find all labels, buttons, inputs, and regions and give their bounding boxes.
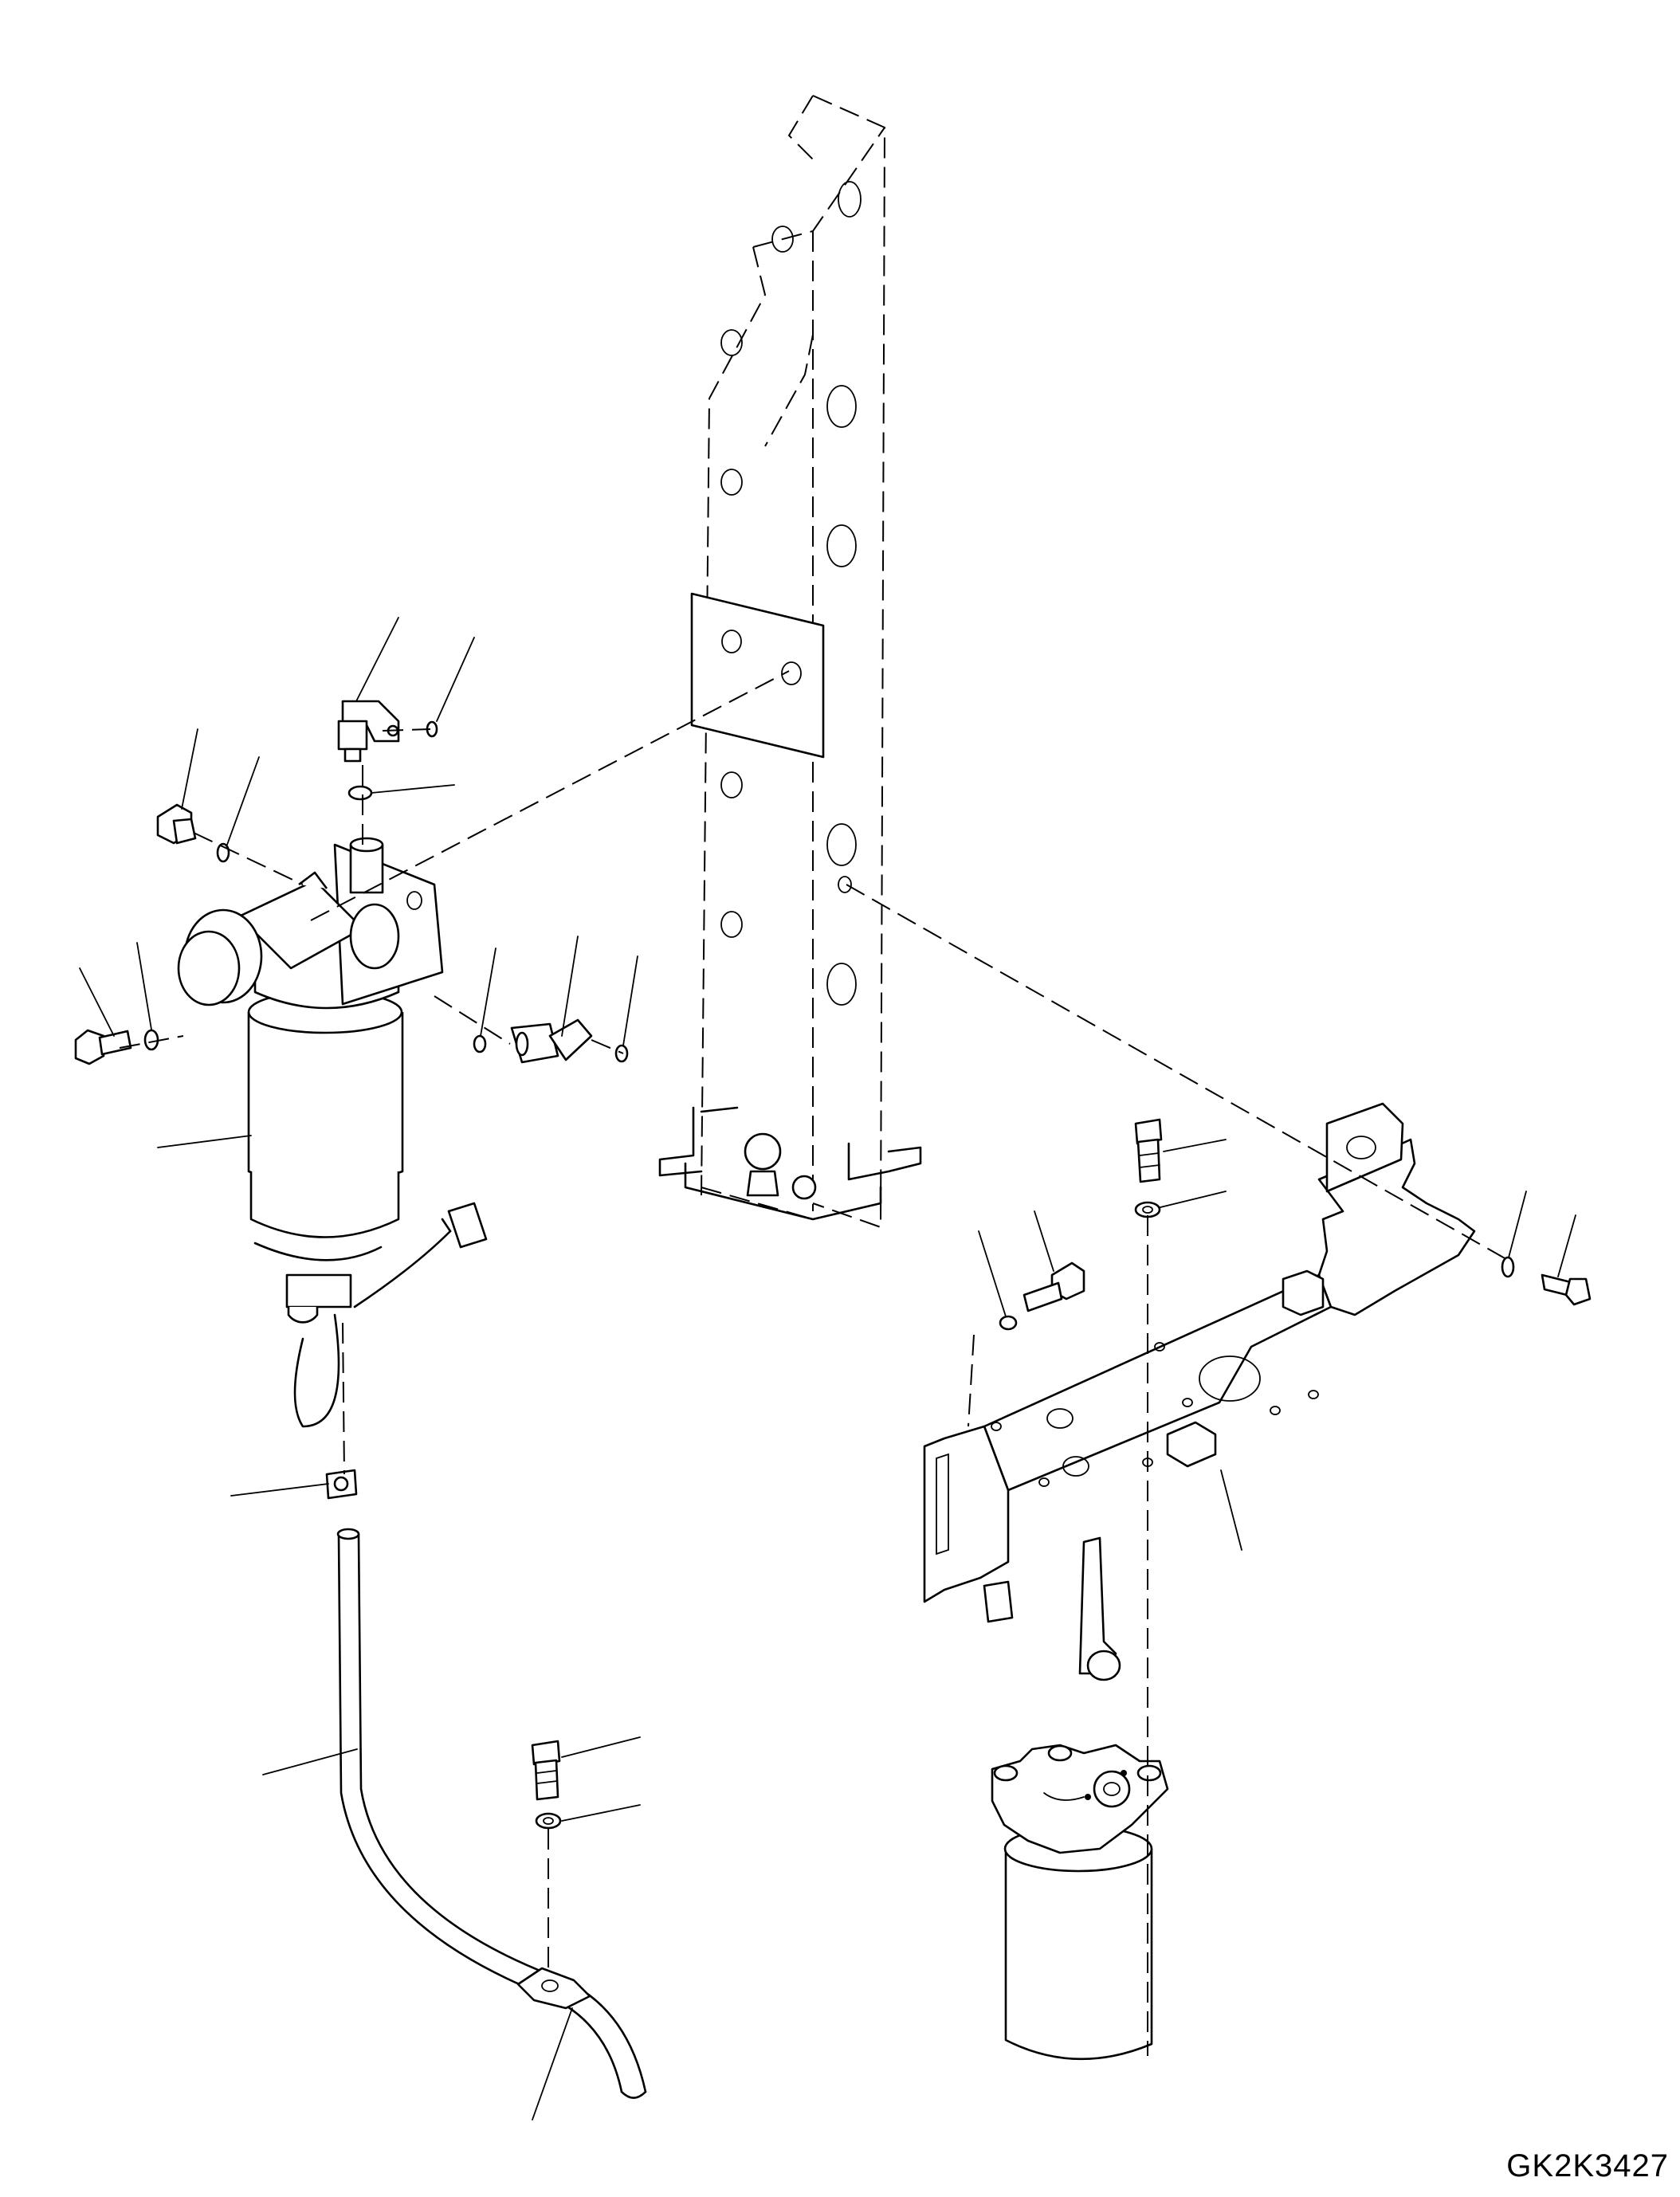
- bracket-washer-right: [1501, 1256, 1515, 1278]
- bracket-bolt-left: [1023, 1261, 1085, 1312]
- frame-column-phantom: [701, 95, 886, 1229]
- mounting-bracket: [923, 1102, 1476, 1681]
- plug-fitting: [156, 803, 197, 845]
- hose-clamp: [516, 1967, 591, 2010]
- assembly-lines: [119, 670, 1507, 2056]
- o-ring-right-of-filter: [473, 1034, 487, 1053]
- bolt-left: [74, 1029, 132, 1065]
- bracket-washer-top: [1134, 1201, 1161, 1218]
- fuel-filter-assembly: [177, 837, 488, 1500]
- clamp-washer: [535, 1812, 562, 1830]
- bracket-bolt-right: [1541, 1273, 1592, 1306]
- bracket-bolt-top: [1134, 1118, 1163, 1183]
- callout-leaders: [79, 617, 1576, 2120]
- bracket-washer-left: [999, 1315, 1018, 1331]
- drawing-id-label: GK2K3427: [1506, 2148, 1669, 2183]
- secondary-fuel-filter: [991, 1744, 1169, 2061]
- clamp-bolt: [531, 1740, 561, 1801]
- washer-left: [143, 1029, 159, 1051]
- fuel-hose: [336, 1528, 647, 2099]
- frame-base-brackets: [658, 1106, 922, 1221]
- elbow-fitting-lower: [510, 1018, 593, 1064]
- frame-mount-plate: [690, 592, 825, 759]
- o-ring-below-elbow: [347, 785, 373, 801]
